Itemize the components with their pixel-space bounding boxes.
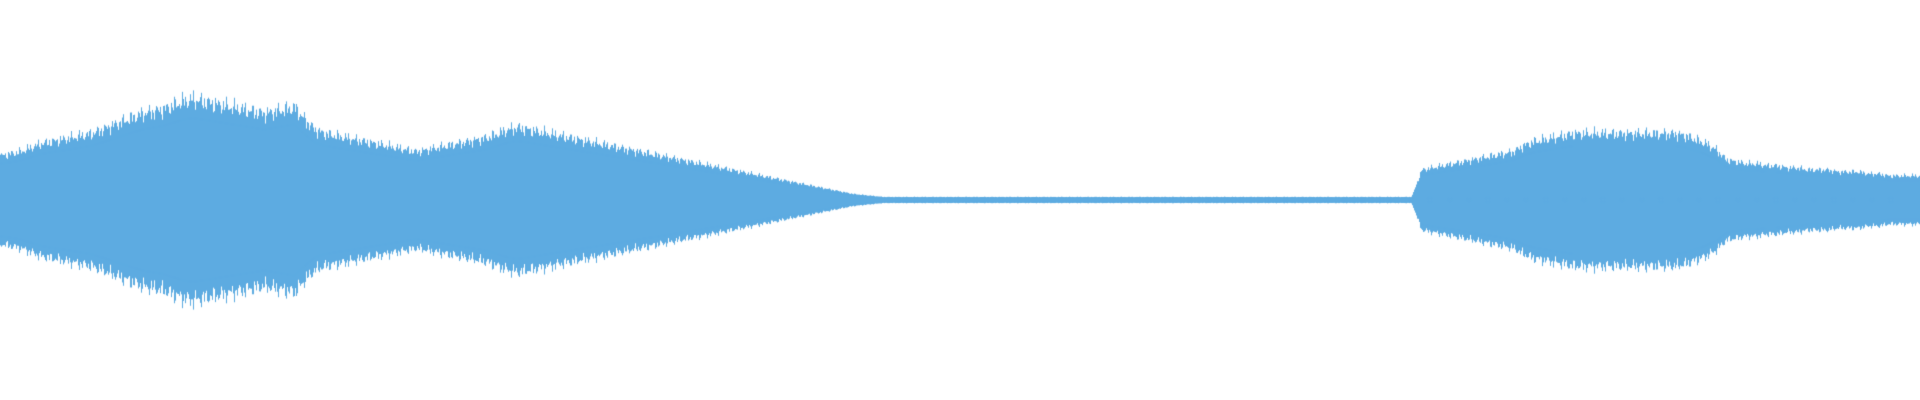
waveform-view[interactable] <box>0 0 1920 400</box>
audio-waveform[interactable] <box>0 0 1920 400</box>
